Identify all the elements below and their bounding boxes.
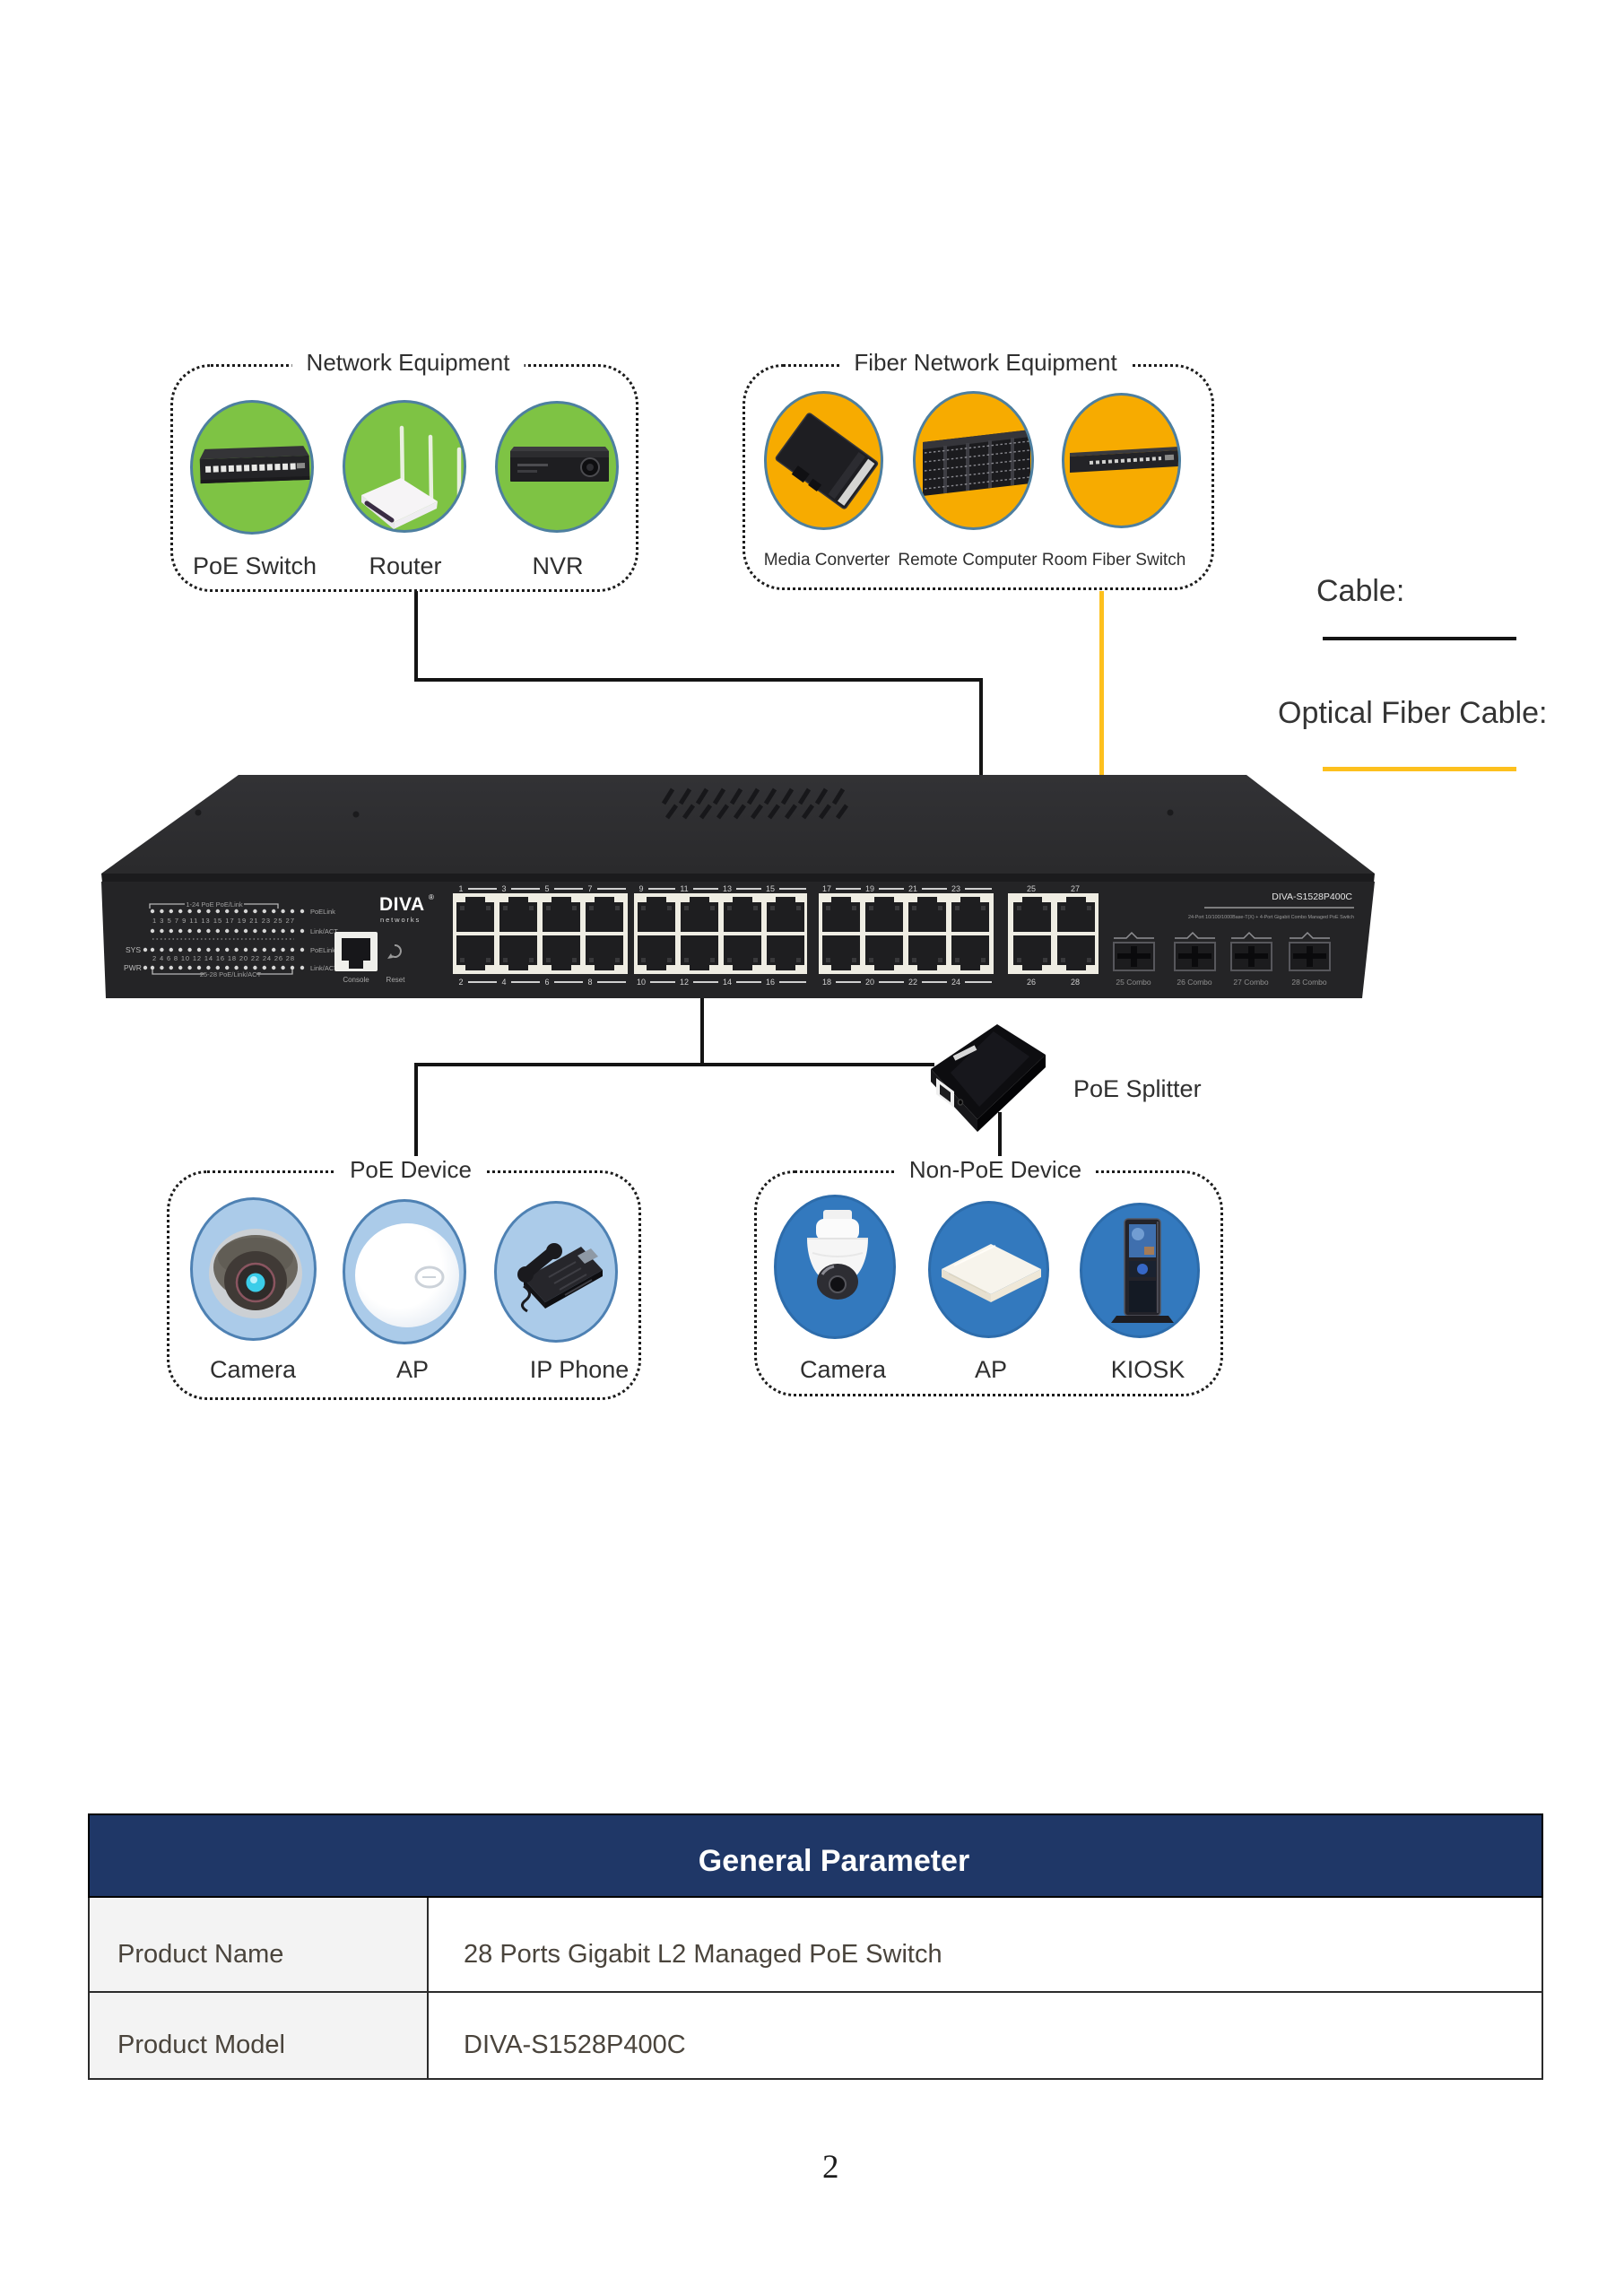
svg-text:3: 3 <box>501 884 506 893</box>
svg-text:15: 15 <box>766 884 775 893</box>
svg-text:DIVA: DIVA <box>379 894 425 915</box>
svg-text:Console: Console <box>343 976 369 984</box>
svg-text:4: 4 <box>501 978 506 987</box>
svg-text:11: 11 <box>680 884 688 893</box>
svg-text:17: 17 <box>822 884 831 893</box>
svg-text:26: 26 <box>1027 978 1036 987</box>
svg-text:PoELink: PoELink <box>310 946 335 954</box>
svg-text:13: 13 <box>723 884 732 893</box>
svg-text:22: 22 <box>908 978 917 987</box>
svg-text:DIVA-S1528P400C: DIVA-S1528P400C <box>1272 891 1352 902</box>
svg-text:20: 20 <box>865 978 874 987</box>
svg-text:26 Combo: 26 Combo <box>1177 978 1211 987</box>
svg-text:Link/ACT: Link/ACT <box>310 964 338 972</box>
svg-text:2: 2 <box>458 978 463 987</box>
svg-text:14: 14 <box>723 978 732 987</box>
svg-text:8: 8 <box>587 978 592 987</box>
svg-text:networks: networks <box>380 916 421 924</box>
svg-text:23: 23 <box>951 884 960 893</box>
svg-text:24: 24 <box>951 978 960 987</box>
svg-text:SYS: SYS <box>126 945 141 954</box>
svg-text:27 Combo: 27 Combo <box>1233 978 1268 987</box>
svg-text:2 4 6 8 10 12 14 16 18 20 22 2: 2 4 6 8 10 12 14 16 18 20 22 24 26 28 <box>152 954 294 962</box>
svg-text:12: 12 <box>680 978 689 987</box>
svg-text:28 Combo: 28 Combo <box>1291 978 1326 987</box>
svg-text:19: 19 <box>865 884 874 893</box>
svg-text:16: 16 <box>766 978 775 987</box>
svg-text:25 Combo: 25 Combo <box>1116 978 1151 987</box>
svg-text:5: 5 <box>544 884 549 893</box>
svg-text:PWR: PWR <box>124 963 142 972</box>
svg-text:Reset: Reset <box>386 976 406 984</box>
svg-text:25: 25 <box>1027 884 1036 893</box>
svg-text:25-28 PoE/Link/ACT: 25-28 PoE/Link/ACT <box>200 970 262 978</box>
svg-text:18: 18 <box>822 978 831 987</box>
svg-text:28: 28 <box>1071 978 1080 987</box>
svg-text:®: ® <box>429 893 434 901</box>
svg-text:10: 10 <box>637 978 646 987</box>
svg-text:6: 6 <box>544 978 549 987</box>
svg-text:24-Port 10/100/1000Base-T(X) +: 24-Port 10/100/1000Base-T(X) + 4-Port Gi… <box>1188 915 1354 920</box>
svg-text:1-24 PoE PoE/Link: 1-24 PoE PoE/Link <box>186 900 243 909</box>
svg-text:21: 21 <box>908 884 917 893</box>
svg-text:27: 27 <box>1071 884 1080 893</box>
svg-text:Link/ACT: Link/ACT <box>310 927 338 935</box>
svg-text:9: 9 <box>638 884 643 893</box>
svg-text:1 3 5 7 9 11 13 15 17 19 21 23: 1 3 5 7 9 11 13 15 17 19 21 23 25 27 <box>152 917 294 925</box>
svg-text:PoELink: PoELink <box>310 908 335 916</box>
svg-text:1: 1 <box>458 884 463 893</box>
svg-text:7: 7 <box>587 884 592 893</box>
